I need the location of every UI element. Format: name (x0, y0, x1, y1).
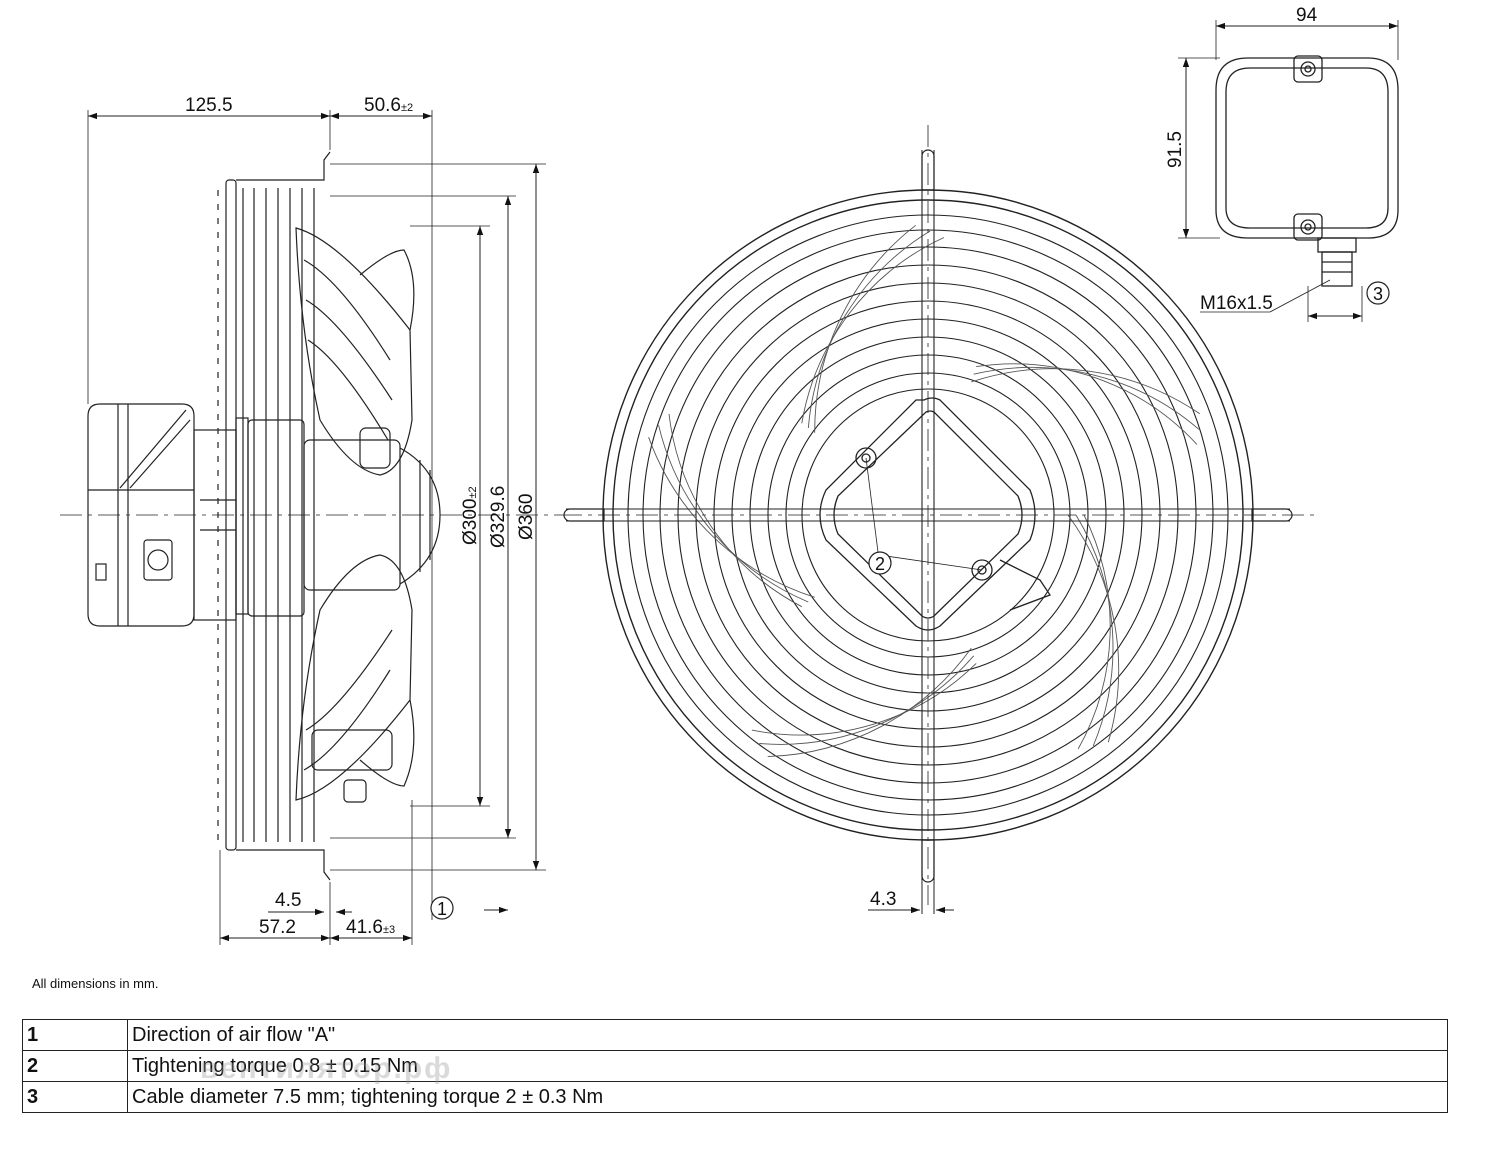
blade-arc (801, 237, 945, 424)
blade-arc (759, 655, 975, 745)
dim-d360: Ø360 (516, 494, 537, 540)
callout-1: 1 (430, 896, 454, 920)
blade-arc (807, 230, 931, 429)
side-dimension-lines (88, 112, 540, 942)
legend-row: 3 Cable diameter 7.5 mm; tightening torq… (22, 1081, 1448, 1113)
blade-arc (971, 368, 1201, 415)
blade-arc (767, 647, 972, 758)
dim-91-5: 91.5 (1165, 131, 1186, 168)
motor-hub-front (819, 397, 1051, 631)
legend-row: 1 Direction of air flow "A" (22, 1019, 1448, 1051)
units-note: All dimensions in mm. (32, 976, 159, 991)
dim-4-3-lines (868, 880, 954, 914)
dim-41-6: 41.6±3 (346, 917, 395, 938)
blade-arc (658, 425, 809, 603)
dim-d300: Ø300±2 (460, 486, 481, 545)
legend-text: Cable diameter 7.5 mm; tightening torque… (127, 1081, 1448, 1113)
dim-4-3: 4.3 (870, 889, 896, 910)
legend-number: 2 (22, 1050, 128, 1082)
dim-125-5: 125.5 (185, 95, 233, 116)
callout-3: 3 (1366, 281, 1390, 305)
blade-arc (751, 663, 977, 736)
guard-side (217, 151, 331, 881)
motor-hub-side (193, 417, 441, 621)
dim-m16: M16x1.5 (1200, 293, 1273, 314)
blade-arc (668, 413, 803, 608)
legend-table: 1 Direction of air flow "A" 2 Tightening… (22, 1019, 1448, 1113)
callout-2: 2 (868, 551, 892, 575)
blade-arc (973, 367, 1200, 430)
front-view (560, 125, 1320, 914)
blade-arc (1077, 514, 1111, 750)
dim-94: 94 (1296, 5, 1318, 26)
svg-text:2: 2 (875, 554, 885, 574)
blade-arcs (648, 224, 1201, 758)
blade-arc (648, 437, 815, 598)
blade-arc (1067, 514, 1120, 743)
svg-text:1: 1 (437, 899, 447, 919)
blade-lower (295, 554, 415, 803)
legend-text: Direction of air flow "A" (127, 1019, 1448, 1051)
dim-d329-6: Ø329.6 (488, 486, 509, 548)
dim-50-6: 50.6±2 (364, 95, 413, 116)
terminal-box-top-view (1178, 20, 1399, 322)
blade-arc (1075, 514, 1114, 747)
dim-4-5: 4.5 (275, 890, 301, 911)
legend-number: 1 (22, 1019, 128, 1051)
mounting-lugs (563, 149, 1293, 883)
side-view (60, 110, 560, 945)
blade-arc (814, 224, 916, 433)
svg-text:3: 3 (1373, 284, 1383, 304)
legend-row: 2 Tightening torque 0.8 ± 0.15 Nm (22, 1050, 1448, 1082)
technical-drawing: 125.5 50.6±2 Ø300±2 Ø329.6 Ø360 4.5 57.2… (60, 5, 1399, 945)
dim-57-2: 57.2 (259, 917, 296, 938)
legend-number: 3 (22, 1081, 128, 1113)
blade-arc (976, 363, 1198, 445)
legend-text: Tightening torque 0.8 ± 0.15 Nm (127, 1050, 1448, 1082)
blade-upper (295, 227, 415, 476)
